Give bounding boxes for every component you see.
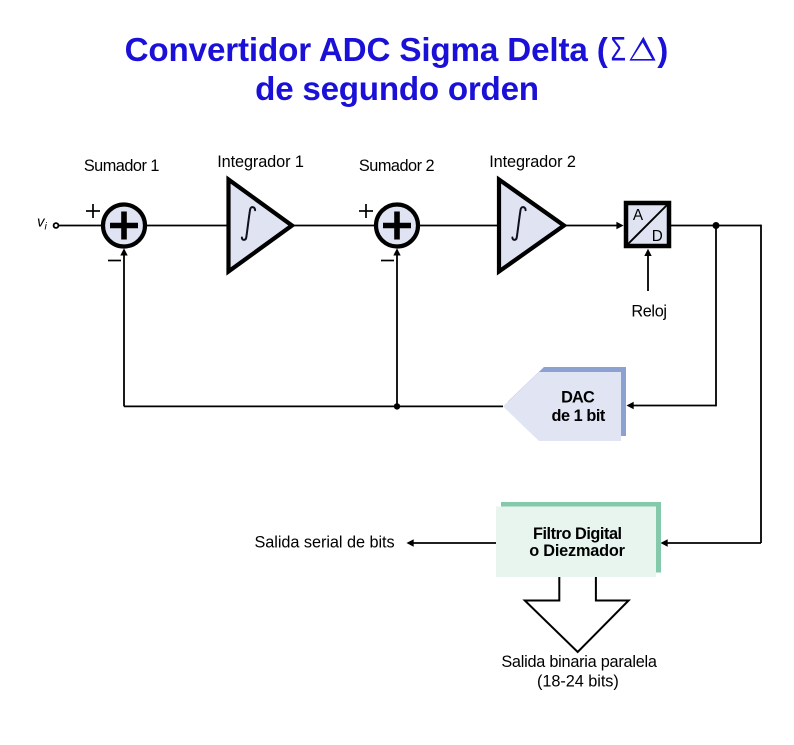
- svg-text:D: D: [652, 228, 663, 245]
- svg-text:Σ: Σ: [611, 31, 627, 69]
- svg-text:i: i: [45, 221, 48, 233]
- svg-text:Sumador 1: Sumador 1: [84, 157, 160, 175]
- svg-text:de segundo orden: de segundo orden: [255, 71, 539, 108]
- svg-text:o Diezmador: o Diezmador: [529, 542, 625, 560]
- svg-text:v: v: [37, 214, 46, 231]
- svg-text:A: A: [633, 207, 644, 224]
- svg-text:Reloj: Reloj: [631, 303, 666, 321]
- svg-text:Filtro Digital: Filtro Digital: [533, 525, 622, 543]
- svg-text:Sumador 2: Sumador 2: [359, 157, 435, 175]
- svg-text:): ): [657, 32, 668, 69]
- svg-text:de 1 bit: de 1 bit: [551, 407, 605, 425]
- svg-text:Salida serial de bits: Salida serial de bits: [254, 534, 394, 552]
- svg-text:Integrador 1: Integrador 1: [217, 153, 304, 171]
- svg-text:Convertidor ADC Sigma Delta (: Convertidor ADC Sigma Delta (: [125, 32, 609, 69]
- svg-text:(18-24 bits): (18-24 bits): [537, 673, 619, 691]
- svg-text:Salida binaria paralela: Salida binaria paralela: [501, 653, 658, 671]
- svg-text:Integrador 2: Integrador 2: [489, 153, 576, 171]
- svg-text:DAC: DAC: [561, 388, 595, 406]
